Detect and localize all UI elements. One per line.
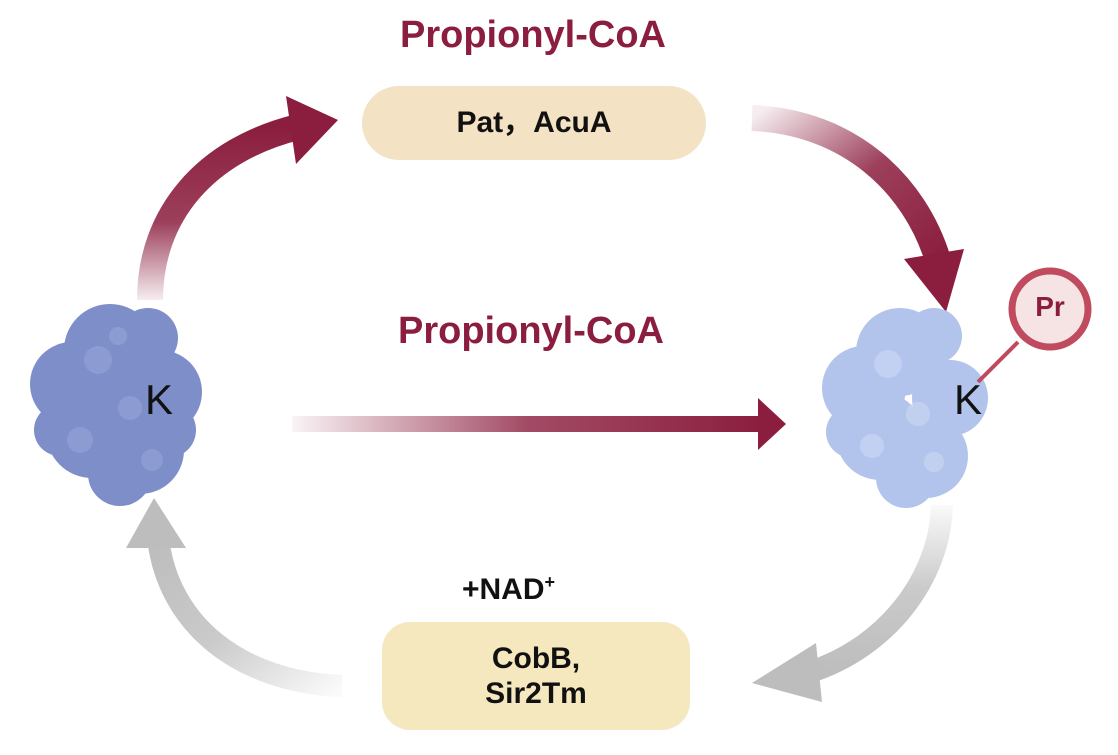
deacylation-arrow-lower-left: [126, 498, 343, 697]
acyl-donor-label-middle: Propionyl-CoA: [398, 310, 664, 352]
lysine-label-unmodified: K: [145, 376, 174, 423]
acyltransferase-label: Pat，AcuA: [456, 106, 612, 140]
propionyl-badge-icon: [976, 267, 1092, 384]
deacylation-arrow-lower-right: [752, 504, 953, 702]
acyl-donor-label-top: Propionyl-CoA: [400, 14, 666, 56]
acyltransferase-box: Pat，AcuA: [362, 86, 706, 160]
cofactor-label: +NAD+: [462, 572, 555, 607]
cofactor-main: +NAD: [462, 573, 545, 606]
modified-protein-blob-icon: [822, 308, 988, 508]
acylation-arrow-upper-left: [137, 96, 338, 301]
deacylase-label-line1: CobB,: [491, 641, 581, 675]
direct-acylation-arrow: [292, 398, 786, 450]
deacylase-box: CobB, Sir2Tm: [382, 622, 690, 730]
propionyl-badge-label: Pr: [1035, 291, 1065, 322]
deacylase-label-line2: Sir2Tm: [485, 677, 587, 710]
acylation-arrow-upper-right: [751, 105, 964, 312]
cofactor-charge: +: [544, 572, 556, 592]
lysine-label-modified: K: [954, 376, 983, 423]
protein-blob-icon: [30, 304, 202, 506]
